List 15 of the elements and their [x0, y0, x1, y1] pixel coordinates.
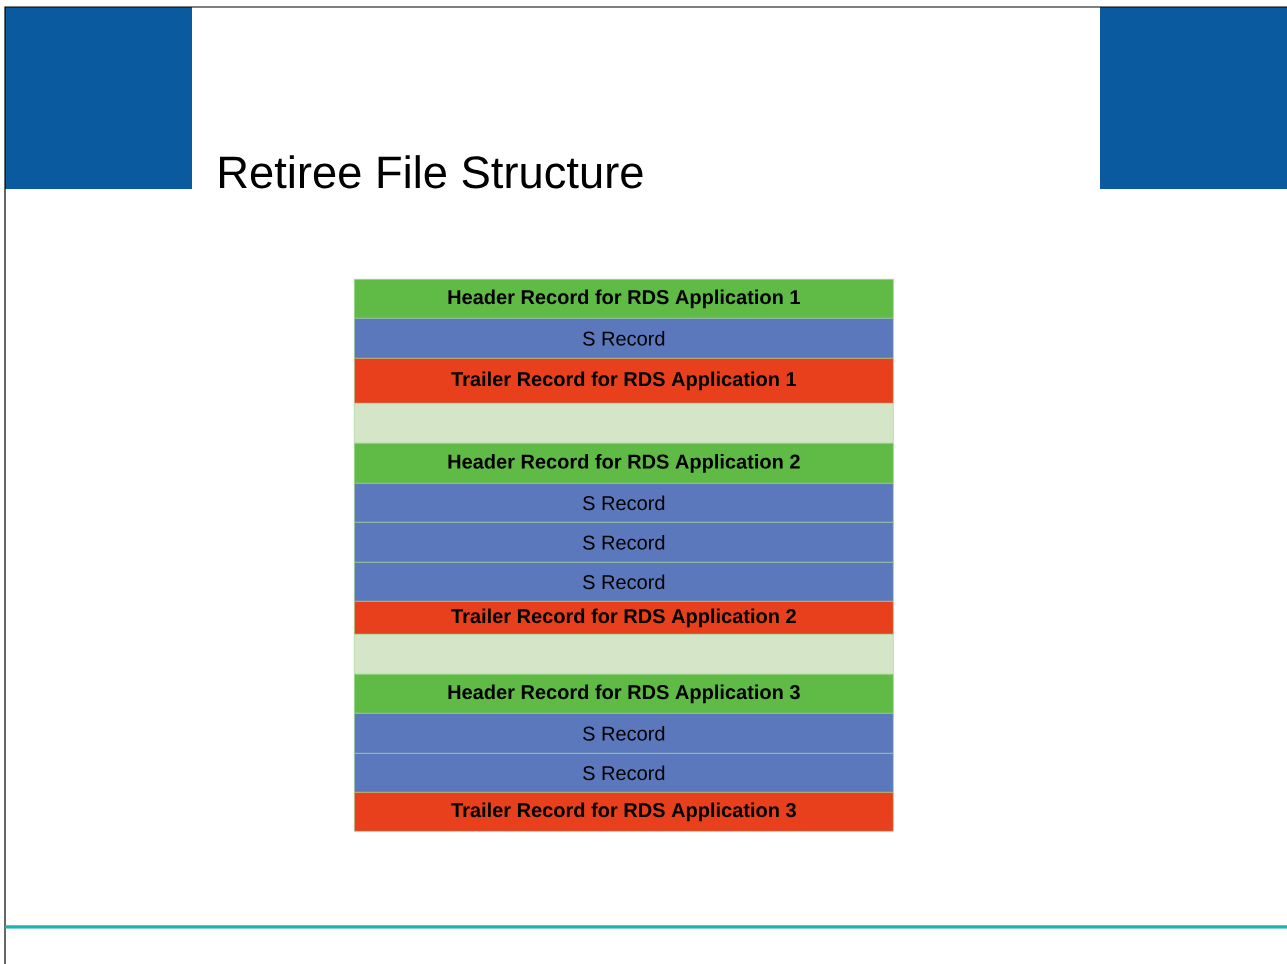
- record-band: Trailer Record for RDS Application 2: [354, 601, 894, 635]
- record-band: Header Record for RDS Application 2: [354, 443, 894, 484]
- record-band: Trailer Record for RDS Application 3: [354, 792, 894, 832]
- record-band: S Record: [354, 753, 894, 793]
- spacer-band: [354, 403, 894, 444]
- record-band: S Record: [354, 522, 894, 563]
- record-band: S Record: [354, 713, 894, 754]
- slide-title: Retiree File Structure: [220, 155, 643, 189]
- spacer-band: [354, 634, 894, 675]
- record-band: S Record: [354, 318, 894, 359]
- record-band: S Record: [354, 562, 894, 602]
- record-band: Header Record for RDS Application 3: [354, 674, 894, 714]
- record-band: S Record: [354, 483, 894, 523]
- record-band: Trailer Record for RDS Application 1: [354, 358, 894, 404]
- record-band: Header Record for RDS Application 1: [354, 279, 894, 319]
